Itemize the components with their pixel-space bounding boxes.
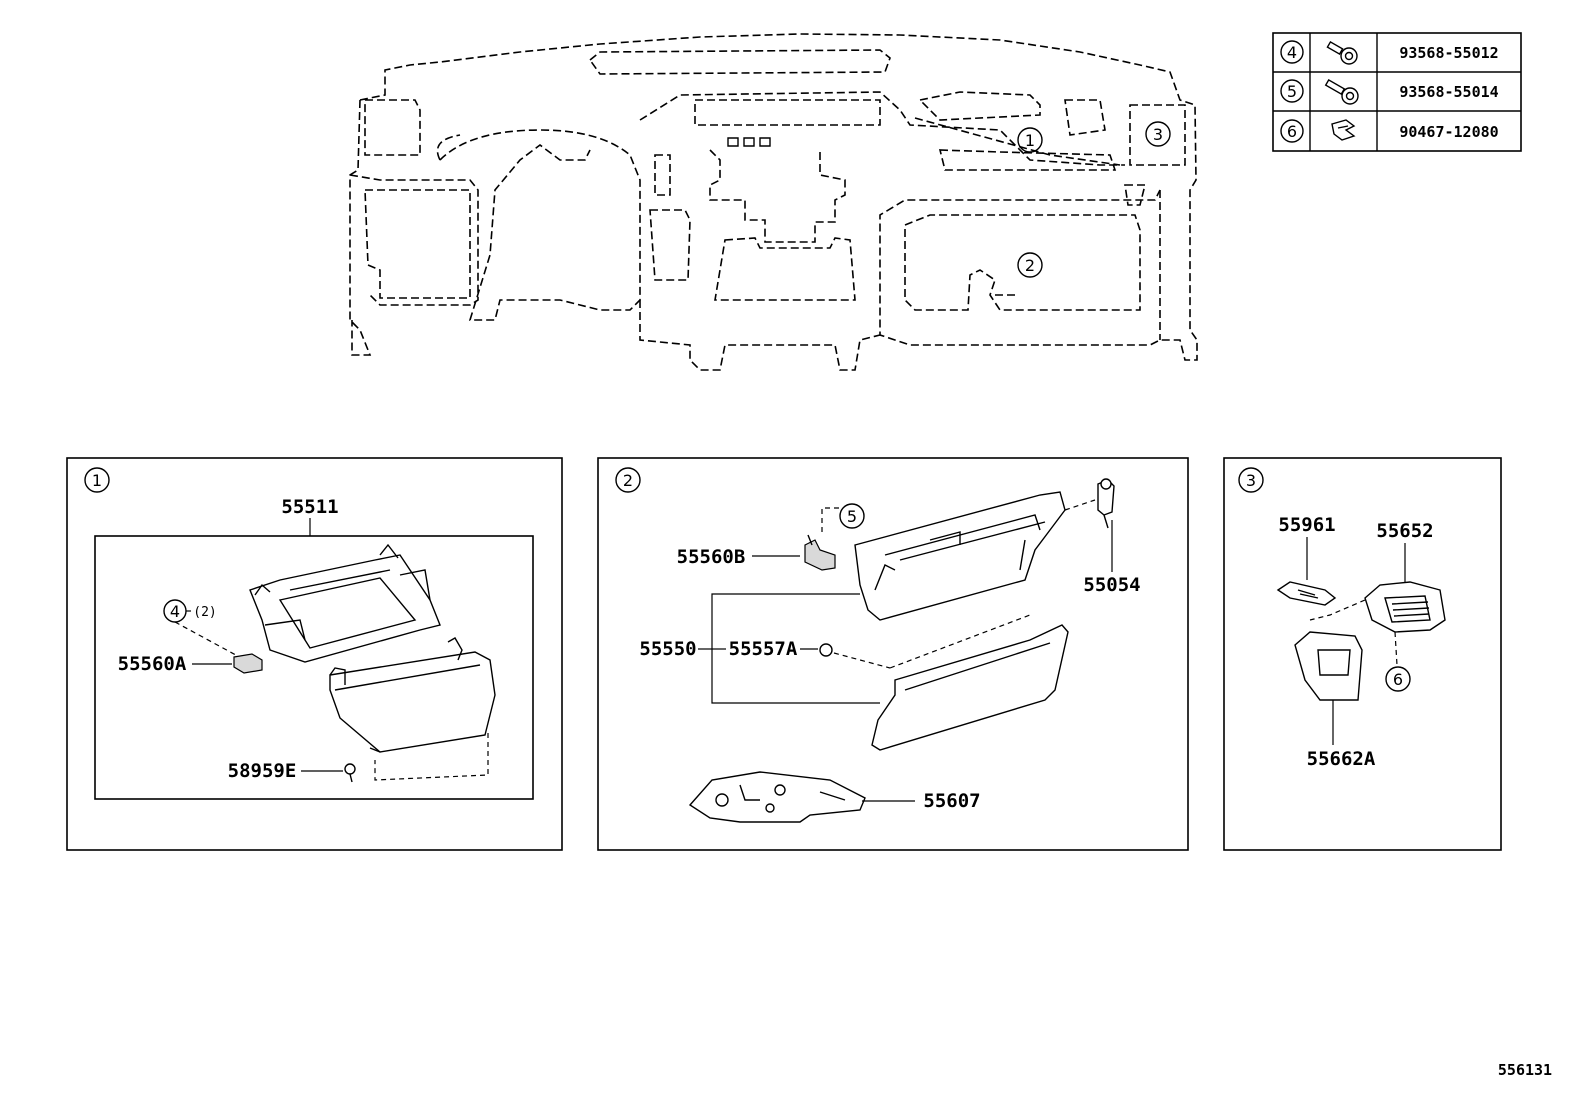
- damper-part: [1097, 478, 1115, 529]
- table-part-no: 93568-55014: [1399, 83, 1498, 101]
- overview-callout: 1: [1017, 127, 1043, 153]
- glove-box-frame: [854, 491, 1066, 621]
- clip-icon: [1331, 119, 1356, 141]
- part-label: 55550: [639, 638, 696, 660]
- svg-text:2: 2: [1025, 256, 1035, 275]
- table-part-no: 93568-55012: [1399, 44, 1498, 62]
- bolt-icon: [1324, 78, 1359, 105]
- stopper-part: [804, 534, 836, 571]
- clip-part: [344, 763, 356, 783]
- bolt-icon: [1326, 40, 1358, 65]
- trim-panel-part: [1294, 631, 1363, 701]
- vent-icon: [1364, 581, 1446, 633]
- trim-part: [1276, 581, 1337, 606]
- panel-3: 3 55961 55652 55662A 6: [1223, 457, 1502, 851]
- dashboard-overview: 1 2 3: [349, 33, 1198, 371]
- panel-2: 2 5 55560B 55054: [597, 457, 1189, 851]
- table-row: 5 93568-55014: [1280, 78, 1499, 105]
- part-label: 55961: [1278, 514, 1335, 536]
- clip-part: [819, 643, 833, 657]
- table-ref: 4: [1287, 43, 1297, 62]
- table-row: 6 90467-12080: [1280, 119, 1499, 143]
- panel-ref: 3: [1246, 471, 1256, 490]
- fastener-qty: (2): [193, 605, 216, 620]
- panel-ref: 2: [623, 471, 633, 490]
- fastener-ref: 6: [1393, 670, 1403, 689]
- part-label: 55054: [1083, 574, 1140, 596]
- part-label: 55662A: [1307, 748, 1376, 770]
- stopper-part: [233, 653, 263, 674]
- part-label: 55560A: [118, 653, 187, 675]
- assembly-box: [94, 535, 534, 800]
- part-label: 55607: [923, 790, 980, 812]
- part-label: 55652: [1376, 520, 1433, 542]
- diagram-id: 556131: [1498, 1061, 1552, 1079]
- table-ref: 6: [1287, 122, 1297, 141]
- table-part-no: 90467-12080: [1399, 123, 1498, 141]
- glove-box-door: [329, 637, 496, 753]
- panel-ref: 1: [92, 471, 102, 490]
- lower-panel-part: [688, 771, 866, 823]
- part-label: 55560B: [677, 546, 746, 568]
- glove-box-housing: [249, 543, 441, 663]
- table-row: 4 93568-55012: [1280, 40, 1499, 65]
- svg-text:1: 1: [1025, 131, 1035, 150]
- panel-1: 1 55511 4 (2): [66, 457, 563, 851]
- glove-box-door: [871, 624, 1069, 751]
- part-label: 55557A: [729, 638, 798, 660]
- part-label: 55511: [281, 496, 338, 518]
- table-ref: 5: [1287, 82, 1297, 101]
- fastener-ref: 4: [170, 602, 180, 621]
- overview-callout: 2: [1017, 252, 1043, 278]
- overview-callout: 3: [1145, 121, 1171, 147]
- fastener-ref: 5: [847, 507, 857, 526]
- svg-text:3: 3: [1153, 125, 1163, 144]
- fastener-table: 4 93568-55012 5 93568-55014 6: [1272, 32, 1522, 152]
- part-label: 58959E: [228, 760, 297, 782]
